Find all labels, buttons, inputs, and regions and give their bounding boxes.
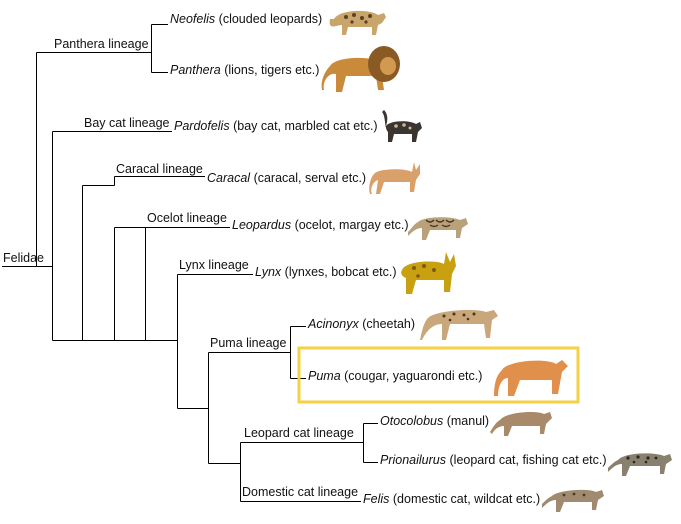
cougar-icon [494,360,568,396]
root-label: Felidae [3,251,44,265]
leaf-panthera: Panthera (lions, tigers etc.) [170,63,319,77]
lineage-label-lynx: Lynx lineage [179,258,249,272]
lineage-label-baycat: Bay cat lineage [84,116,170,130]
highlight-box [297,346,580,404]
leaf-acinonyx: Acinonyx (cheetah) [307,317,415,331]
lineage-label-ocelot: Ocelot lineage [147,211,227,225]
manul-icon [490,412,552,436]
ocelot-icon [408,217,468,240]
leaf-leopardus: Leopardus (ocelot, margay etc.) [232,218,409,232]
leaf-puma: Puma (cougar, yaguarondi etc.) [308,369,482,383]
lineage-labels: Felidae Panthera lineage Bay cat lineage… [3,37,358,499]
marbled-cat-icon [382,110,422,142]
leaf-lynx: Lynx (lynxes, bobcat etc.) [255,265,397,279]
leopard-cat-icon [608,453,672,476]
lineage-label-caracal: Caracal lineage [116,162,203,176]
leaf-otocolobus: Otocolobus (manul) [380,414,489,428]
leaf-pardofelis: Pardofelis (bay cat, marbled cat etc.) [174,119,378,133]
lion-icon [321,46,400,92]
leaf-felis: Felis (domestic cat, wildcat etc.) [363,492,540,506]
lineage-label-leopardcat: Leopard cat lineage [244,426,354,440]
leaf-caracal: Caracal (caracal, serval etc.) [207,171,366,185]
genus-labels: Neofelis (clouded leopards) Panthera (li… [170,12,607,506]
leaf-neofelis: Neofelis (clouded leopards) [170,12,322,26]
lynx-icon [401,252,456,294]
lineage-label-puma: Puma lineage [210,336,286,350]
animal-illustrations [321,10,672,512]
caracal-icon [369,162,420,194]
lineage-label-domestic: Domestic cat lineage [242,485,358,499]
wildcat-icon [542,489,604,512]
cheetah-icon [420,310,498,340]
leaf-prionailurus: Prionailurus (leopard cat, fishing cat e… [380,453,607,467]
clouded-leopard-icon [329,10,386,35]
tree-edges [2,24,378,502]
lineage-label-panthera: Panthera lineage [54,37,149,51]
